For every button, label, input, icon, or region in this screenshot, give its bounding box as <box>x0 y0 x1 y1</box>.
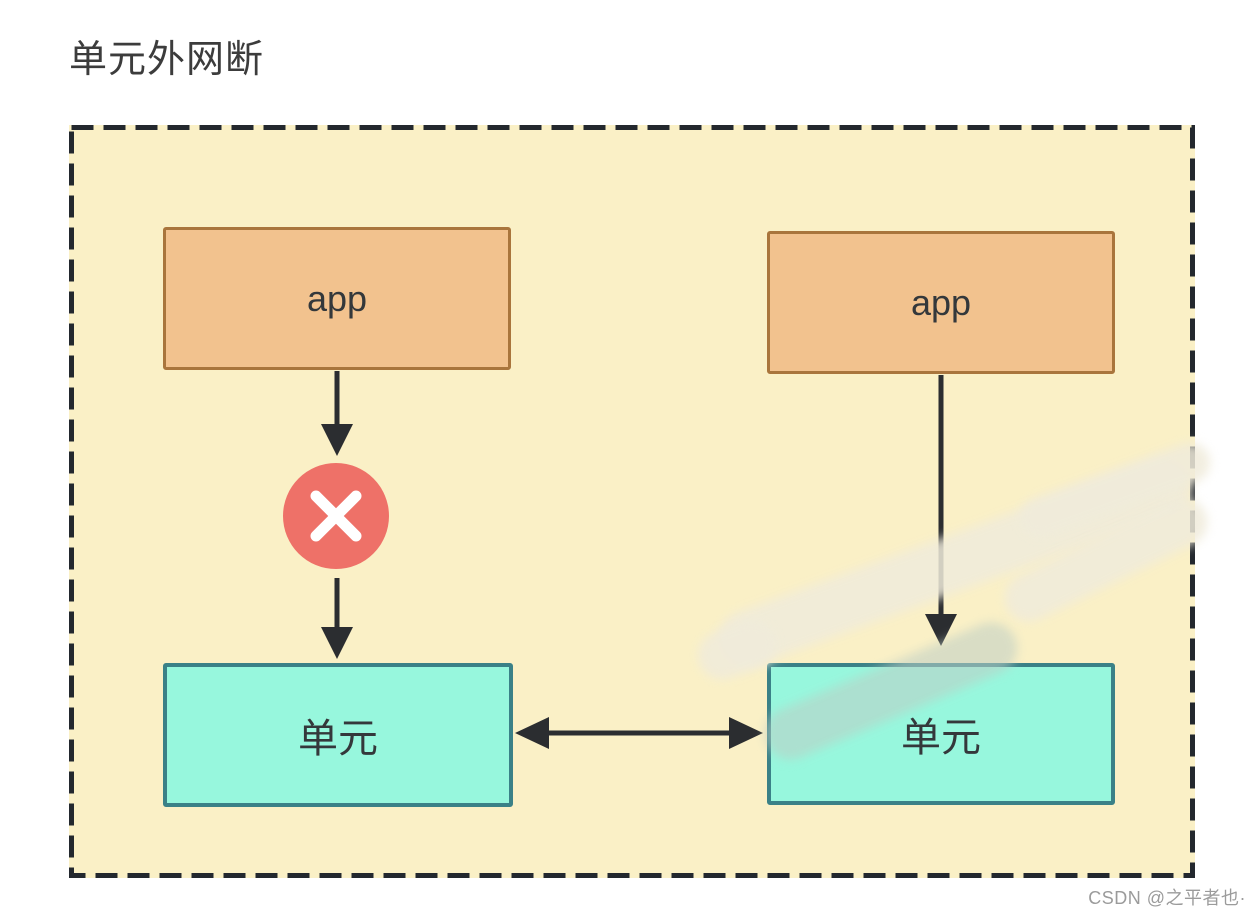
x-cross-icon <box>310 490 362 542</box>
node-unit-right: 单元 <box>767 663 1115 805</box>
csdn-watermark: CSDN @之平者也· <box>1088 888 1246 908</box>
node-app-right: app <box>767 231 1115 374</box>
diagram-title: 单元外网断 <box>69 39 265 81</box>
blocked-x-icon <box>283 463 389 569</box>
node-unit-left: 单元 <box>163 663 513 807</box>
node-unit-right-label: 单元 <box>901 716 981 760</box>
node-unit-left-label: 单元 <box>298 717 378 761</box>
node-app-right-label: app <box>910 281 972 323</box>
node-app-left-label: app <box>306 277 368 319</box>
node-app-left: app <box>163 227 511 370</box>
